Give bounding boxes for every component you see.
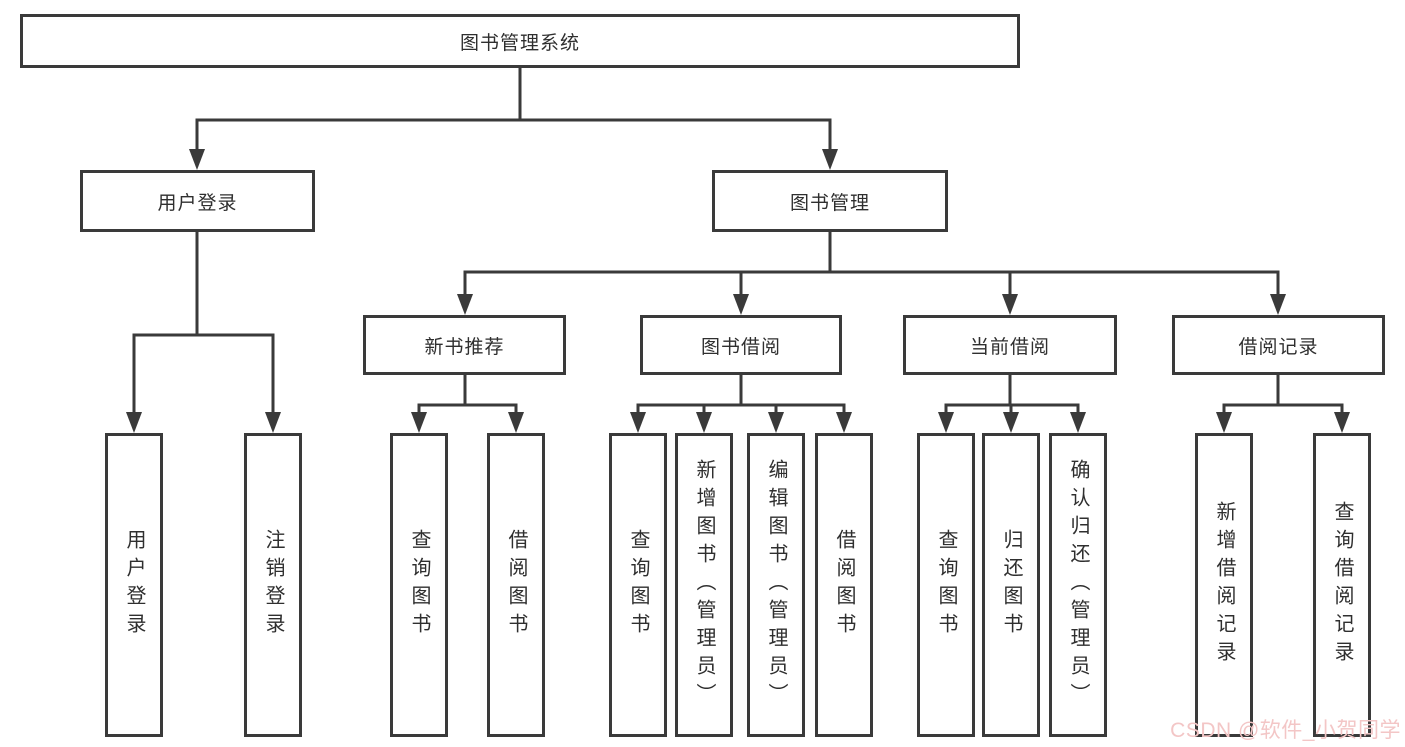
node-current-borrowing: 当前借阅 [903,315,1117,375]
arrow-down-icon [938,412,954,433]
arrow-down-icon [1070,412,1086,433]
connector-root-rail [195,118,832,152]
node-book-borrowing: 图书借阅 [640,315,842,375]
leaf-query-borrow-record: 查询借阅记录 [1313,433,1371,737]
leaf-logout: 注销登录 [244,433,302,737]
leaf-label: 新增借阅记录 [1213,501,1235,669]
leaf-label: 编辑图书（管理员） [765,459,787,711]
leaf-borrow-books-borrowing: 借阅图书 [815,433,873,737]
connector-book-borrow-rail [636,403,846,414]
leaf-label: 借阅图书 [505,529,527,641]
arrow-down-icon [1270,294,1286,315]
connector-book-mgmt-rail [463,270,1280,296]
arrow-down-icon [508,412,524,433]
arrow-down-icon [822,149,838,170]
arrow-down-icon [265,412,281,433]
node-borrowing-records: 借阅记录 [1172,315,1385,375]
leaf-label: 借阅图书 [833,529,855,641]
leaf-query-books-current: 查询图书 [917,433,975,737]
arrow-down-icon [836,412,852,433]
leaf-add-books-admin: 新增图书（管理员） [675,433,733,737]
leaf-label: 注销登录 [262,529,284,641]
leaf-label: 用户登录 [123,529,145,641]
leaf-label: 查询借阅记录 [1331,501,1353,669]
arrow-down-icon [1216,412,1232,433]
arrow-down-icon [768,412,784,433]
leaf-query-books-borrowing: 查询图书 [609,433,667,737]
connector-user-login-rail [132,333,275,414]
arrow-down-icon [1003,412,1019,433]
arrow-down-icon [630,412,646,433]
leaf-label: 确认归还（管理员） [1067,459,1089,711]
arrow-down-icon [411,412,427,433]
arrow-down-icon [696,412,712,433]
connector-borrow-record-rail [1222,403,1344,414]
leaf-return-books: 归还图书 [982,433,1040,737]
leaf-add-borrow-record: 新增借阅记录 [1195,433,1253,737]
arrow-down-icon [189,149,205,170]
arrow-down-icon [1002,294,1018,315]
arrow-down-icon [1334,412,1350,433]
node-library-management-system: 图书管理系统 [20,14,1020,68]
leaf-label: 归还图书 [1000,529,1022,641]
leaf-query-books-recommend: 查询图书 [390,433,448,737]
node-book-management: 图书管理 [712,170,948,232]
leaf-edit-books-admin: 编辑图书（管理员） [747,433,805,737]
node-user-login: 用户登录 [80,170,315,232]
leaf-label: 新增图书（管理员） [693,459,715,711]
node-new-book-recommend: 新书推荐 [363,315,566,375]
connector-current-borrow-rail [944,403,1080,414]
connector-new-book-rail [417,403,518,414]
leaf-user-login: 用户登录 [105,433,163,737]
arrow-down-icon [457,294,473,315]
leaf-label: 查询图书 [627,529,649,641]
leaf-borrow-books-recommend: 借阅图书 [487,433,545,737]
leaf-label: 查询图书 [408,529,430,641]
leaf-label: 查询图书 [935,529,957,641]
csdn-watermark: CSDN @软件_小贺同学 [1170,719,1401,742]
leaf-confirm-return-admin: 确认归还（管理员） [1049,433,1107,737]
arrow-down-icon [126,412,142,433]
arrow-down-icon [733,294,749,315]
